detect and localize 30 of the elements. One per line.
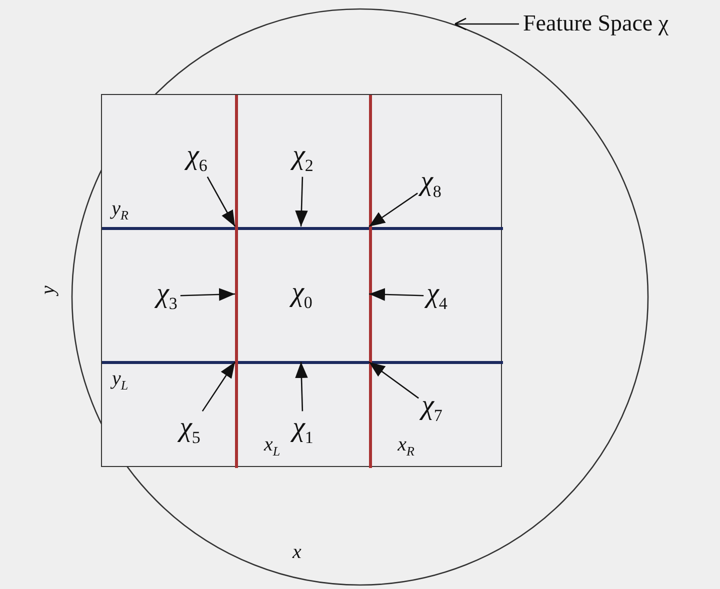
- leader-arrow: [202, 362, 236, 412]
- region-label: χ$_{0}$: [292, 279, 312, 311]
- leader-arrow: [295, 362, 308, 412]
- axis-label: x: [292, 542, 302, 562]
- split-line: [102, 360, 503, 364]
- region-label: χ$_{4}$: [426, 280, 448, 312]
- partition-square: [101, 94, 502, 467]
- leader-arrow: [368, 361, 419, 399]
- region-label: χ$_{1}$: [292, 414, 314, 446]
- variable-label: y$_{L}$: [112, 368, 128, 392]
- variable-label: x$_{L}$: [264, 434, 280, 458]
- caption-label: Feature Space χ: [523, 12, 669, 34]
- split-line: [369, 95, 372, 468]
- axis-label: y: [38, 286, 58, 294]
- region-label: χ$_{2}$: [292, 142, 314, 174]
- leader-arrow: [206, 176, 236, 227]
- leader-arrow: [180, 288, 236, 301]
- split-line: [102, 226, 503, 230]
- region-label: χ$_{8}$: [420, 168, 442, 200]
- region-label: χ$_{6}$: [186, 142, 208, 174]
- variable-label: x$_{R}$: [398, 434, 414, 458]
- arrow: [454, 18, 519, 30]
- region-label: χ$_{7}$: [422, 392, 442, 424]
- variable-label: y$_{R}$: [112, 198, 128, 222]
- leader-arrow: [368, 192, 418, 228]
- region-label: χ$_{3}$: [156, 280, 178, 312]
- leader-arrow: [295, 176, 308, 227]
- split-line: [235, 95, 238, 468]
- leader-arrow: [368, 288, 424, 301]
- region-label: χ$_{5}$: [180, 414, 200, 446]
